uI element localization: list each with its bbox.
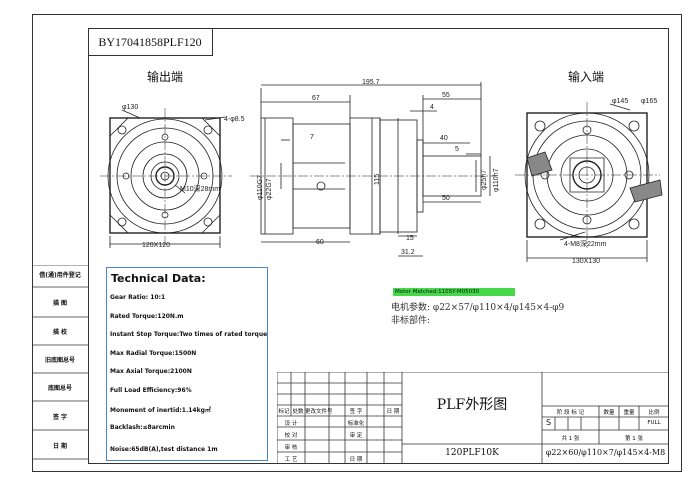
dim-40: 40 (440, 135, 448, 142)
output-end-view (100, 108, 232, 248)
dim-4-m8: 4-M8深22mm (564, 239, 607, 248)
left-cell-2: 描 校 (52, 329, 68, 336)
dim-phi130: φ130 (122, 104, 138, 111)
left-cell-3: 旧底图总号 (44, 357, 75, 364)
drawing-name: PLF外形图 (436, 397, 508, 413)
motor-params: 电机参数: φ22×57/φ110×4/φ145×4-φ9 (391, 303, 565, 313)
dim-130x130: 130X130 (572, 258, 600, 265)
left-cell-1: 描 图 (52, 300, 68, 307)
dim-195-7: 195.7 (362, 79, 380, 86)
title-block: 标记 处数 更改文件号 签 字 日 期 设 计 校 对 审 核 工 艺 标准化 … (277, 372, 669, 464)
tb-header: 签 字 (349, 409, 363, 415)
dim-120x120: 120X120 (142, 242, 170, 249)
tech-row: Instant Stop Torque:Two times of rated t… (110, 331, 268, 338)
dim-67: 67 (312, 95, 320, 102)
input-end-label: 输入端 (568, 70, 605, 84)
non-standard-parts: 非标部件: (391, 316, 431, 326)
left-cell-4: 底图总号 (47, 385, 72, 392)
sheet-number: 第 1 张 (625, 436, 643, 442)
dim-55: 55 (442, 92, 450, 99)
dim-5: 5 (455, 146, 459, 153)
left-cell-0: 借(通)用件登记 (39, 272, 81, 279)
spec: φ22×60/φ110×7/φ145×4-M8 (545, 448, 666, 457)
dim-50: 50 (442, 195, 450, 202)
tb-role: 校 对 (284, 433, 298, 439)
dim-115: 115 (374, 174, 381, 185)
drawing-number: BY17041858PLF120 (88, 28, 213, 56)
left-cell-5: 签 字 (52, 414, 68, 421)
dim-60: 60 (316, 239, 324, 246)
dim-31-2: 31.2 (401, 249, 415, 256)
tech-row: Rated Torque:120N.m (110, 313, 184, 320)
dim-phi22g7: φ22G7 (266, 178, 273, 200)
tech-row: Monement of inertid:1.14kg㎡ (110, 407, 211, 414)
dim-m10: M10深28mm (180, 184, 220, 193)
drawing-frame (88, 28, 669, 464)
tech-row: Gear Ratio: 10:1 (110, 294, 166, 301)
tb-role2: 日 期 (349, 457, 363, 463)
dim-15: 15 (406, 235, 414, 242)
dim-phi25h7: φ25h7 (481, 170, 488, 190)
tb-stage-header: 重量 (623, 410, 635, 416)
dim-4: 4 (430, 104, 434, 111)
technical-data-box: Technical Data: Gear Ratio: 10:1 Rated T… (106, 267, 268, 461)
left-cell-6: 日 期 (52, 443, 68, 450)
stage-mark: S (545, 418, 552, 427)
tb-stage-header: 阶 段 标 记 (556, 410, 585, 416)
input-end-view (515, 102, 663, 262)
tb-stage-header: 比例 (648, 410, 660, 416)
model-number: 120PLF10K (445, 448, 499, 458)
outer-frame (32, 14, 682, 472)
tech-row: Noise:65dB(A),test distance 1m (110, 446, 218, 453)
side-view (250, 82, 495, 257)
tb-role: 审 核 (284, 445, 298, 451)
tb-stage-header: 数量 (603, 410, 615, 416)
tb-role2: 标准化 (347, 421, 365, 427)
technical-data-title: Technical Data: (111, 272, 206, 285)
tb-header: 处数 (292, 409, 304, 415)
dim-phi110h7: φ110h7 (493, 168, 500, 192)
dim-phi165: φ165 (641, 98, 657, 105)
output-end-label: 输出端 (147, 70, 184, 84)
tb-role: 工 艺 (284, 457, 298, 463)
tb-role: 设 计 (284, 421, 298, 427)
dim-phi110g7: φ110G7 (257, 175, 264, 200)
dim-7: 7 (310, 134, 314, 141)
dim-phi145: φ145 (612, 98, 628, 105)
left-column: 借(通)用件登记 描 图 描 校 旧底图总号 底图总号 签 字 日 期 (32, 265, 88, 465)
tb-header: 标记 (278, 409, 290, 415)
tb-header: 更改文件号 (305, 409, 333, 415)
tb-header: 日 期 (386, 409, 400, 415)
dim-4-phi8-5: 4-φ8.5 (224, 116, 245, 123)
scale-value: FULL (647, 420, 661, 426)
tech-row: Max Radial Torque:1500N (110, 350, 197, 357)
tech-row: Backlash:≤8arcmin (110, 424, 175, 431)
tech-row: Max Axial Torque:2100N (110, 368, 192, 375)
tb-role2: 审 定 (349, 433, 363, 439)
tech-row: Full Load Efficiency:96% (110, 387, 192, 394)
motor-matched: Motor Matched:110SY-M05030 (393, 288, 515, 296)
sheet-total: 共 1 张 (561, 436, 580, 442)
